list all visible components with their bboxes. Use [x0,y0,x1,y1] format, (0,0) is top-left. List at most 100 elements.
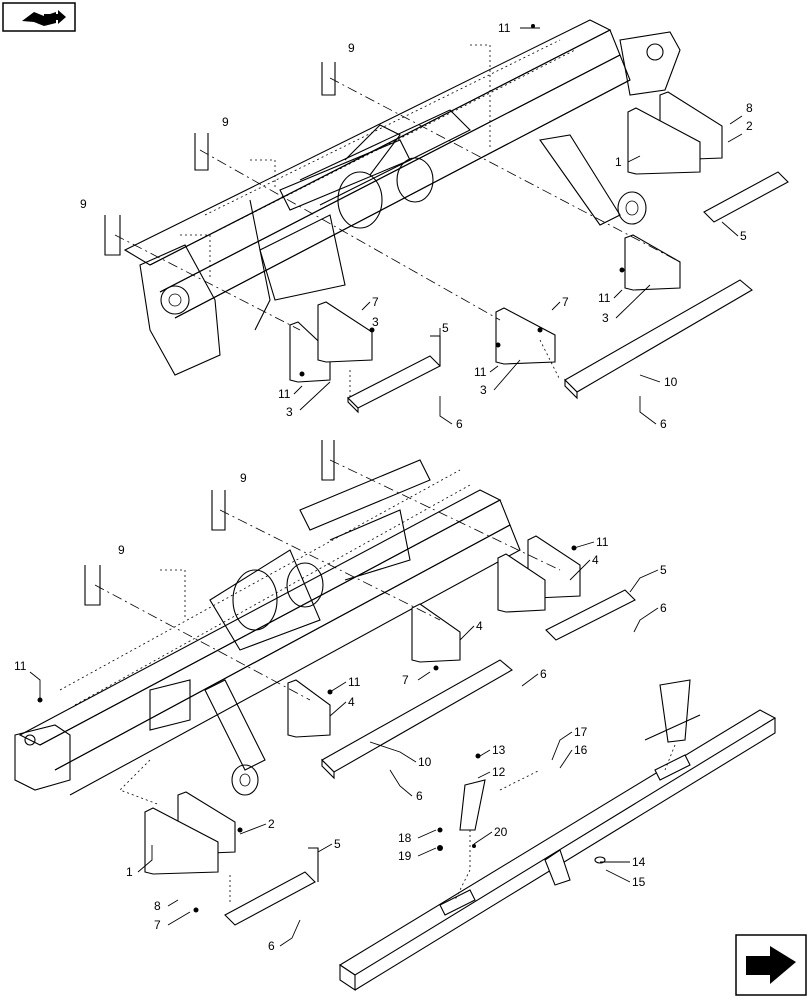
svg-text:3: 3 [480,383,487,397]
book-arrow-icon[interactable] [2,2,76,32]
callout-5-left: 5 [442,321,449,335]
callout-13: 13 [492,743,506,757]
svg-text:13: 13 [492,743,506,757]
callout-12: 12 [492,765,506,779]
svg-text:11: 11 [596,535,609,549]
svg-text:5: 5 [740,229,747,243]
callout-4-lower-mid: 4 [476,619,483,633]
u-bolt-upper-a [321,62,336,96]
callout-11-lower-right: 11 [596,535,609,549]
svg-text:9: 9 [222,115,229,129]
callout-4-lower-right: 4 [592,553,599,567]
small-bracket-12 [459,779,486,831]
callout-15: 15 [632,875,646,889]
svg-text:7: 7 [562,295,569,309]
svg-text:4: 4 [348,695,355,709]
svg-text:3: 3 [286,405,293,419]
lower-frame-assembly [14,459,521,796]
callout-17: 17 [574,725,588,739]
svg-text:11: 11 [474,365,487,379]
svg-text:6: 6 [660,601,667,615]
svg-text:15: 15 [632,875,646,889]
bracket-lower-left [287,679,331,738]
svg-text:17: 17 [574,725,588,739]
callout-11-mid: 11 [474,365,487,379]
callout-1-lower: 1 [126,865,133,879]
callout-10-top: 10 [664,375,678,389]
svg-text:11: 11 [498,21,511,35]
svg-text:6: 6 [416,789,423,803]
callout-5-top: 5 [740,229,747,243]
svg-text:6: 6 [540,667,547,681]
svg-text:11: 11 [348,675,361,689]
callout-14: 14 [632,855,646,869]
bracket-lower-mid [411,603,461,663]
svg-text:3: 3 [602,311,609,325]
callout-10-lower: 10 [418,755,432,769]
bracket-upper-mid [495,307,556,365]
next-page-arrow-icon[interactable] [735,934,807,996]
callout-7-lower: 7 [154,918,161,932]
svg-text:7: 7 [372,295,379,309]
svg-text:8: 8 [746,101,753,115]
svg-text:9: 9 [348,41,355,55]
svg-text:9: 9 [118,543,125,557]
svg-text:4: 4 [592,553,599,567]
callout-8-lower: 8 [154,899,161,913]
callout-6-lower-center: 6 [416,789,423,803]
callout-5-lower-front: 5 [334,837,341,851]
svg-text:5: 5 [442,321,449,335]
svg-text:8: 8 [154,899,161,913]
long-beam-assembly [338,709,777,992]
svg-text:18: 18 [398,831,412,845]
bracket-lower-right-a [497,535,581,613]
callout-2-lower: 2 [268,817,275,831]
callout-2-top: 2 [746,119,753,133]
tube-upper-long [564,279,753,400]
u-bolt-lower-c [84,565,101,606]
tube-lower-long [321,659,513,780]
callout-4-lower-left: 4 [348,695,355,709]
callout-3-right: 3 [602,311,609,325]
callout-6-left: 6 [456,417,463,431]
callout-11-left: 11 [278,387,291,401]
svg-text:16: 16 [574,743,588,757]
u-bolt-lower-a [321,440,335,481]
bracket-upper-left [289,301,373,383]
callout-11-top: 11 [498,21,511,35]
callout-11-lower-left: 11 [348,675,361,689]
callout-9-b: 9 [222,115,229,129]
tube-upper-left [347,335,441,414]
callout-9-d: 9 [240,471,247,485]
callout-1-top: 1 [615,155,622,169]
u-bolt-upper-b [194,133,209,171]
svg-text:11: 11 [278,387,291,401]
svg-text:6: 6 [456,417,463,431]
callout-7-mid: 7 [562,295,569,309]
callout-9-e: 9 [118,543,125,557]
svg-text:10: 10 [664,375,678,389]
upright-bracket-top [644,679,701,743]
callout-9-a: 9 [348,41,355,55]
tube-lower-front [224,847,319,926]
svg-text:9: 9 [80,197,87,211]
callout-5-lower-right: 5 [660,563,667,577]
svg-text:5: 5 [334,837,341,851]
svg-text:7: 7 [154,918,161,932]
callout-3-mid: 3 [480,383,487,397]
tube-upper-right [703,171,789,223]
callout-18: 18 [398,831,412,845]
callout-3-left: 3 [286,405,293,419]
svg-text:2: 2 [746,119,753,133]
svg-text:5: 5 [660,563,667,577]
callout-8-top: 8 [746,101,753,115]
svg-text:6: 6 [660,417,667,431]
callout-3-left-top: 3 [372,315,379,329]
svg-text:11: 11 [598,291,611,305]
bracket-upper-rear [627,91,723,175]
svg-text:1: 1 [615,155,622,169]
upper-frame-assembly [123,19,681,376]
svg-text:3: 3 [372,315,379,329]
callout-7-left: 7 [372,295,379,309]
